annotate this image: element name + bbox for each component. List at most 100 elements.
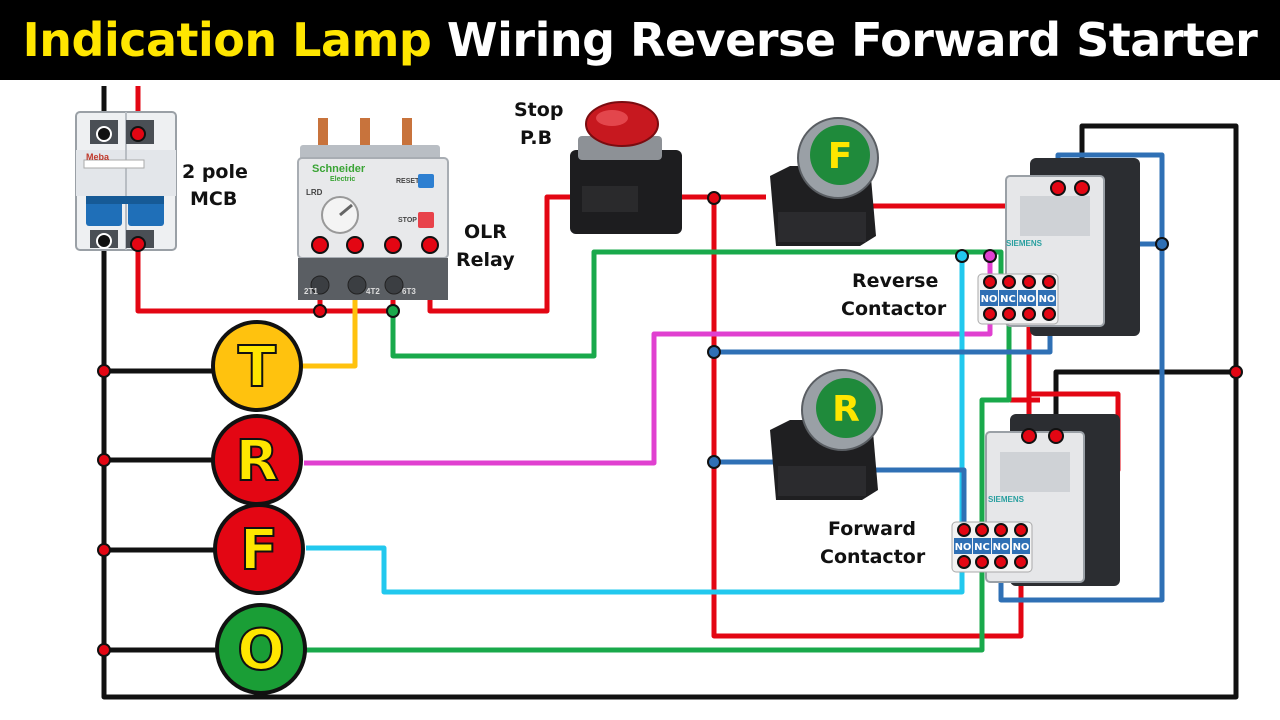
forward-push-button: F: [770, 117, 879, 246]
terminal-dot: [1002, 307, 1016, 321]
terminal-dot: [96, 126, 112, 142]
mcb-breaker: Meba: [75, 111, 177, 252]
contact-label-no: NO: [981, 294, 998, 305]
olr-label-line1: OLR: [464, 221, 507, 243]
olr-terminal-t2: 4T2: [366, 287, 380, 296]
terminal-dot: [96, 233, 112, 249]
lamp-trip-letter: T: [238, 335, 276, 400]
contact-label-no: NO: [955, 542, 972, 553]
contact-label-no: NO: [1019, 294, 1036, 305]
terminal-dot: [957, 523, 971, 537]
olr-reset-text: RESET: [396, 178, 420, 185]
junction-dot: [707, 345, 721, 359]
forward-contactor-label-line2: Contactor: [820, 546, 926, 568]
lamp-forward-body: [213, 503, 305, 595]
olr-brand-line1: Schneider: [312, 163, 366, 175]
title-rest: Wiring Reverse Forward Starter: [446, 13, 1258, 67]
contact-label-nc: NC: [1000, 294, 1016, 305]
terminal-dot: [384, 236, 402, 254]
olr-brand-line2: Electric: [330, 176, 355, 183]
terminal-dot: [994, 523, 1008, 537]
lamp-reverse-letter: R: [235, 429, 278, 494]
junction-dot: [707, 455, 721, 469]
junction-dot: [97, 543, 111, 557]
page-title: Indication Lamp Wiring Reverse Forward S…: [23, 13, 1258, 67]
terminal-dot: [1048, 428, 1064, 444]
title-banner: Indication Lamp Wiring Reverse Forward S…: [0, 0, 1280, 80]
terminal-dot: [311, 236, 329, 254]
olr-model: LRD: [306, 188, 323, 197]
terminal-dot: [957, 555, 971, 569]
terminal-dot: [1022, 307, 1036, 321]
reverse-push-button: R: [770, 369, 883, 500]
junction-dot: [313, 304, 327, 318]
stop-label-line1: Stop: [514, 99, 563, 121]
terminal-dot: [975, 555, 989, 569]
terminal-dot: [1021, 428, 1037, 444]
title-highlight: Indication Lamp: [22, 13, 432, 67]
olr-terminal-t1: 2T1: [304, 287, 318, 296]
lamp-reverse: R: [211, 414, 303, 506]
forward-contactor: SIEMENS NO NC NO NO: [951, 414, 1120, 586]
junction-dots: [97, 191, 1243, 657]
junction-dot: [97, 643, 111, 657]
forward-button-letter: F: [828, 136, 853, 177]
contact-label-no: NO: [1013, 542, 1030, 553]
contact-label-nc: NC: [974, 542, 990, 553]
terminal-dot: [130, 126, 146, 142]
contact-label-no: NO: [993, 542, 1010, 553]
olr-terminal-t3: 6T3: [402, 287, 416, 296]
reverse-button-letter: R: [832, 389, 860, 430]
terminal-dot: [421, 236, 439, 254]
stop-push-button: [570, 101, 682, 234]
junction-dot: [1229, 365, 1243, 379]
reverse-contactor-label-line1: Reverse: [852, 270, 938, 292]
contact-label-no: NO: [1039, 294, 1056, 305]
terminal-dot: [346, 236, 364, 254]
olr-label-line2: Relay: [456, 249, 515, 271]
mcb-label-line2: MCB: [190, 188, 237, 210]
terminal-dot: [1022, 275, 1036, 289]
junction-dot: [983, 249, 997, 263]
terminal-dot: [983, 307, 997, 321]
terminal-dot: [975, 523, 989, 537]
terminal-dot: [994, 555, 1008, 569]
junction-dot: [97, 364, 111, 378]
mcb-brand: Meba: [86, 152, 110, 162]
lamp-trip: T: [211, 320, 303, 412]
forward-contactor-label-line1: Forward: [828, 518, 916, 540]
terminal-dot: [1074, 180, 1090, 196]
olr-stop-button: [418, 212, 434, 228]
off-lamp-wires: [306, 249, 1012, 653]
junction-dot: [955, 249, 969, 263]
junction-dot: [707, 191, 721, 205]
reverse-contactor-brand: SIEMENS: [1006, 239, 1043, 248]
terminal-dot: [1042, 275, 1056, 289]
terminal-dot: [1050, 180, 1066, 196]
lamp-off: O: [215, 603, 307, 695]
junction-dot: [97, 453, 111, 467]
stop-label-line2: P.B: [520, 127, 552, 149]
forward-contactor-brand: SIEMENS: [988, 495, 1025, 504]
reverse-contactor: SIEMENS NO NC NO NO: [977, 158, 1140, 336]
terminal-dot: [983, 275, 997, 289]
wires: [101, 86, 1239, 700]
lamp-trip-body: [211, 320, 303, 412]
lamp-off-letter: O: [237, 618, 285, 683]
olr-stop-text: STOP: [398, 217, 417, 224]
lamp-off-body: [215, 603, 307, 695]
lamp-forward-letter: F: [240, 518, 278, 583]
terminal-dot: [1002, 275, 1016, 289]
terminal-dot: [130, 236, 146, 252]
junction-dot: [386, 304, 400, 318]
olr-reset-button: [418, 174, 434, 188]
reverse-contactor-label-line2: Contactor: [841, 298, 947, 320]
olr-relay: Schneider Electric LRD RESET STOP 2T1 4T…: [297, 118, 449, 300]
terminal-dot: [1014, 523, 1028, 537]
mcb-label-line1: 2 pole: [182, 161, 248, 183]
junction-dot: [1155, 237, 1169, 251]
terminal-dot: [1042, 307, 1056, 321]
terminal-dot: [1014, 555, 1028, 569]
neutral-wires: [101, 86, 1239, 700]
